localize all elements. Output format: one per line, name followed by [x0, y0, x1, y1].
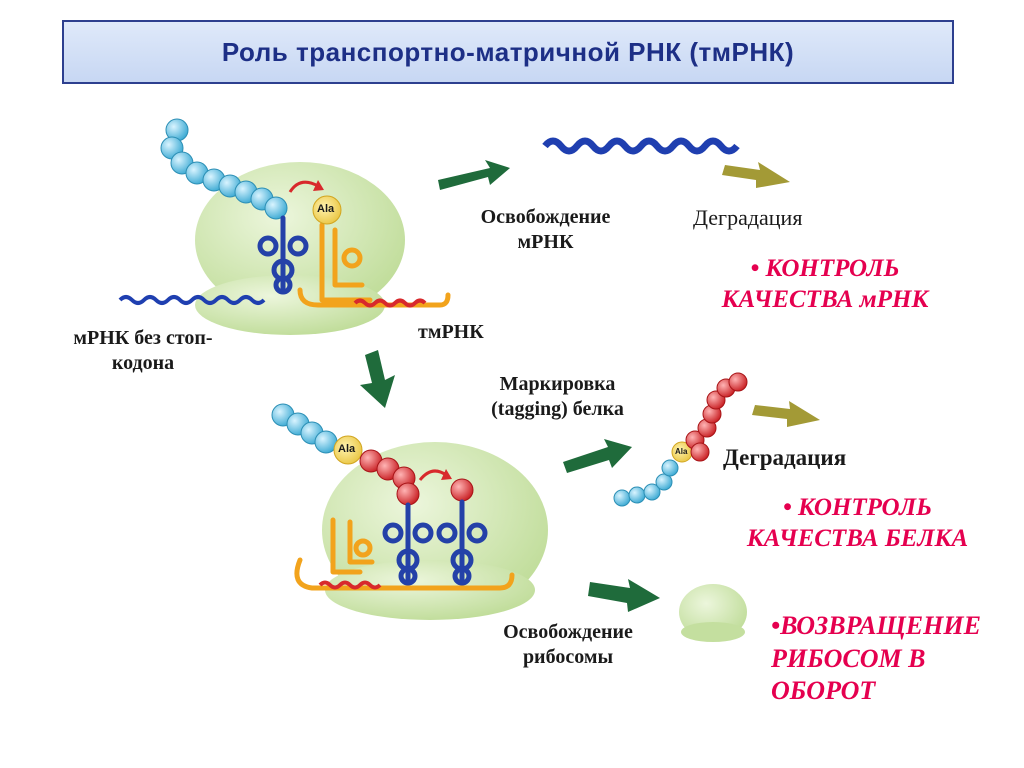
- top-tmrna: [297, 222, 451, 308]
- top-mrna-wave: [118, 295, 266, 305]
- top-trna: [257, 215, 309, 295]
- arrow-to-release-mrna: [438, 160, 510, 190]
- label-mrna-no-stop: мРНК без стоп-кодона: [73, 327, 213, 374]
- top-nascent-peptide: [160, 118, 288, 220]
- bottom-transfer-arrow: [418, 469, 447, 481]
- top-tmrna-coding-wave: [353, 298, 427, 308]
- bottom-tmrna-coding-wave: [318, 580, 382, 590]
- tagged-protein-chain: [613, 372, 748, 507]
- arrow-to-tagged-protein: [563, 439, 632, 473]
- title-box: Роль транспортно-матричной РНК (тмРНК): [62, 20, 954, 84]
- bottom-trna-2: [436, 499, 488, 586]
- arrow-to-degradation-protein: [752, 401, 820, 427]
- label-quality-mrna: • КОНТРОЛЬ КАЧЕСТВА мРНК: [721, 255, 929, 314]
- arrow-down: [360, 350, 395, 408]
- bottom-trna-1: [382, 502, 434, 586]
- page-title: Роль транспортно-матричной РНК (тмРНК): [221, 36, 795, 67]
- top-ala-bead: [312, 195, 342, 225]
- released-mrna-wave: [542, 137, 740, 155]
- free-ribosome: [679, 584, 747, 642]
- label-tmrna: тмРНК: [418, 321, 484, 343]
- arrow-to-degradation-mrna: [722, 162, 790, 188]
- bottom-ribosome-complex: [271, 403, 548, 620]
- top-ribosome-small-subunit: [195, 275, 385, 335]
- label-release-ribosome: Освобождение рибосомы: [503, 621, 633, 668]
- ala-label-bottom: Ala: [338, 443, 356, 455]
- top-ribosome-complex: [118, 118, 451, 335]
- label-release-mrna: Освобождение мРНК: [480, 206, 611, 253]
- bottom-nascent-peptide: [271, 403, 338, 454]
- bottom-tmrna: [294, 517, 515, 591]
- label-degradation-top: Деградация: [693, 205, 803, 230]
- label-ribosome-recycle: •ВОЗВРАЩЕНИЕ РИБОСОМ В ОБОРОТ: [771, 611, 981, 705]
- ala-label-top: Ala: [317, 203, 335, 215]
- top-transfer-arrow: [288, 180, 319, 193]
- ala-label-tag: Ala: [675, 447, 688, 456]
- bottom-ala-bead: [333, 435, 363, 465]
- label-quality-protein: • КОНТРОЛЬ КАЧЕСТВА БЕЛКА: [746, 494, 969, 553]
- bottom-tag-peptide: [359, 449, 474, 506]
- label-degradation-mid: Деградация: [723, 445, 847, 470]
- label-tagging: Маркировка (tagging) белка: [491, 373, 624, 420]
- arrow-to-released-ribosome: [588, 579, 660, 612]
